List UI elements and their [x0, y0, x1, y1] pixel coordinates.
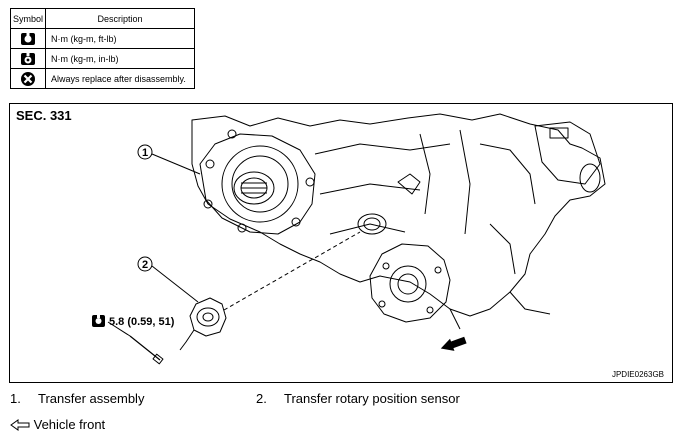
legend-row: N·m (kg-m, in-lb)	[10, 48, 195, 69]
diagram-frame: SEC. 331	[9, 103, 673, 383]
callout-number: 1	[142, 147, 148, 159]
always-replace-icon	[21, 71, 35, 86]
part-name: Transfer assembly	[38, 391, 145, 406]
legend-row-text: N·m (kg-m, ft-lb)	[45, 28, 195, 49]
legend-header-symbol: Symbol	[10, 8, 46, 29]
symbol-legend-table: Symbol Description N·m (kg-m, ft-lb) N·m…	[10, 8, 195, 89]
part-number: 1.	[10, 391, 21, 406]
list-item: 1. Transfer assembly	[10, 391, 144, 406]
part-number: 2.	[256, 391, 267, 406]
legend-header-description: Description	[45, 8, 195, 29]
hollow-arrow-icon	[10, 419, 30, 431]
vehicle-front-note: Vehicle front	[10, 417, 105, 432]
legend-row-text: Always replace after disassembly.	[45, 68, 195, 89]
transfer-assembly-drawing: 1 2 5.8 (0.59, 51)	[92, 113, 606, 365]
callout-number: 2	[142, 259, 148, 271]
part-name: Transfer rotary position sensor	[284, 391, 460, 406]
torque-wrench-small-icon	[21, 52, 35, 65]
torque-wrench-icon	[21, 32, 35, 45]
legend-header-row: Symbol Description	[10, 8, 195, 29]
figure-code: JPDIE0263GB	[611, 370, 664, 379]
legend-row: Always replace after disassembly.	[10, 68, 195, 89]
vehicle-front-arrow-icon	[440, 336, 467, 351]
list-item: 2. Transfer rotary position sensor	[256, 391, 460, 406]
torque-wrench-icon	[92, 315, 105, 327]
legend-row-text: N·m (kg-m, in-lb)	[45, 48, 195, 69]
vehicle-front-label: Vehicle front	[33, 417, 106, 432]
torque-value: 5.8 (0.59, 51)	[109, 316, 175, 328]
legend-row: N·m (kg-m, ft-lb)	[10, 28, 195, 49]
section-label: SEC. 331	[16, 108, 72, 123]
